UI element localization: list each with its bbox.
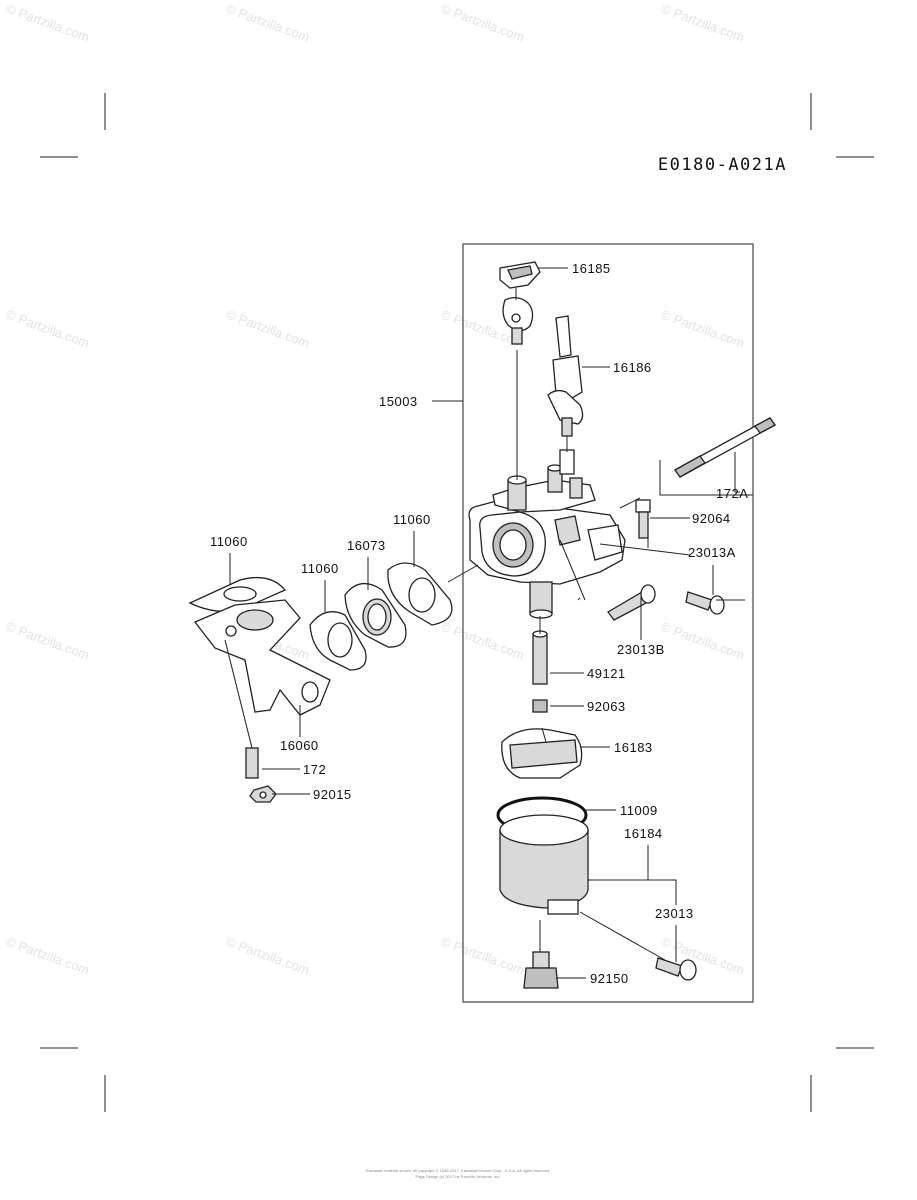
part-number-label[interactable]: 23013A [688,545,736,560]
copyright-footer: Kawasaki material shown, all copyright ©… [366,1168,550,1179]
part-number-label[interactable]: 11060 [210,534,248,549]
part-number-label[interactable]: 16184 [624,826,663,841]
part-number-label[interactable]: 16185 [572,261,611,276]
part-number-label[interactable]: 16073 [347,538,386,553]
footer-line: Page Design (c) 2017 by Partzilla Ventur… [416,1174,501,1179]
part-number-label[interactable]: 92150 [590,971,629,986]
part-number-label[interactable]: 92063 [587,699,626,714]
watermark: © Partzilla.com [4,1,91,45]
part-number-label[interactable]: 49121 [587,666,626,681]
watermark: © Partzilla.com [439,934,526,978]
part-number-label[interactable]: 11060 [301,561,339,576]
watermark: © Partzilla.com [224,1,311,45]
float-bowl-illustration [499,814,589,915]
stud-bolt-illustration [674,417,776,478]
assembly-frame [462,243,754,1003]
main-jet-illustration [532,616,548,685]
screw-23013A-illustration [685,591,725,615]
part-number-label[interactable]: 172 [303,762,326,777]
crop-marks [40,93,874,1112]
part-number-label[interactable]: 16060 [280,738,319,753]
carburetor-body-illustration [468,449,626,619]
throttle-lever-illustration [547,315,584,437]
screw-23013B-illustration [607,584,656,621]
diagram-code: E0180-A021A [658,155,787,175]
part-number-label[interactable]: 23013B [617,642,665,657]
choke-lever-illustration [499,261,541,345]
screw-23013-illustration [655,957,697,981]
gasket-illustration [188,576,287,613]
watermark: © Partzilla.com [659,619,746,663]
watermark: © Partzilla.com [224,934,311,978]
part-labels: 16185 16186 15003 172A 92064 23013A 1106… [210,261,748,986]
part-number-label[interactable]: 15003 [379,394,418,409]
drain-screw-illustration [523,951,559,989]
watermark: © Partzilla.com [4,934,91,978]
watermark: © Partzilla.com [659,307,746,351]
part-number-label[interactable]: 11060 [393,512,431,527]
leader-lines [229,267,753,979]
part-number-label[interactable]: 92015 [313,787,352,802]
part-number-label[interactable]: 92064 [692,511,731,526]
watermark: © Partzilla.com [4,307,91,351]
watermark: © Partzilla.com [439,1,526,45]
short-stud-illustration [245,747,259,779]
part-number-label[interactable]: 16183 [614,740,653,755]
watermark: © Partzilla.com [659,1,746,45]
part-number-label[interactable]: 16186 [613,360,652,375]
part-number-label[interactable]: 172A [716,486,748,501]
pilot-screw-illustration [635,499,651,539]
float-illustration [501,727,583,779]
nut-illustration [249,785,277,803]
gasket-stack-illustration [309,562,479,671]
watermark: © Partzilla.com [224,307,311,351]
watermark: © Partzilla.com [439,619,526,663]
part-number-label[interactable]: 23013 [655,906,694,921]
jet-illustration [532,699,548,713]
part-number-label[interactable]: 11009 [620,803,658,818]
footer-line: Kawasaki material shown, all copyright ©… [366,1168,550,1173]
insulator-illustration [193,599,331,749]
watermark: © Partzilla.com [4,619,91,663]
